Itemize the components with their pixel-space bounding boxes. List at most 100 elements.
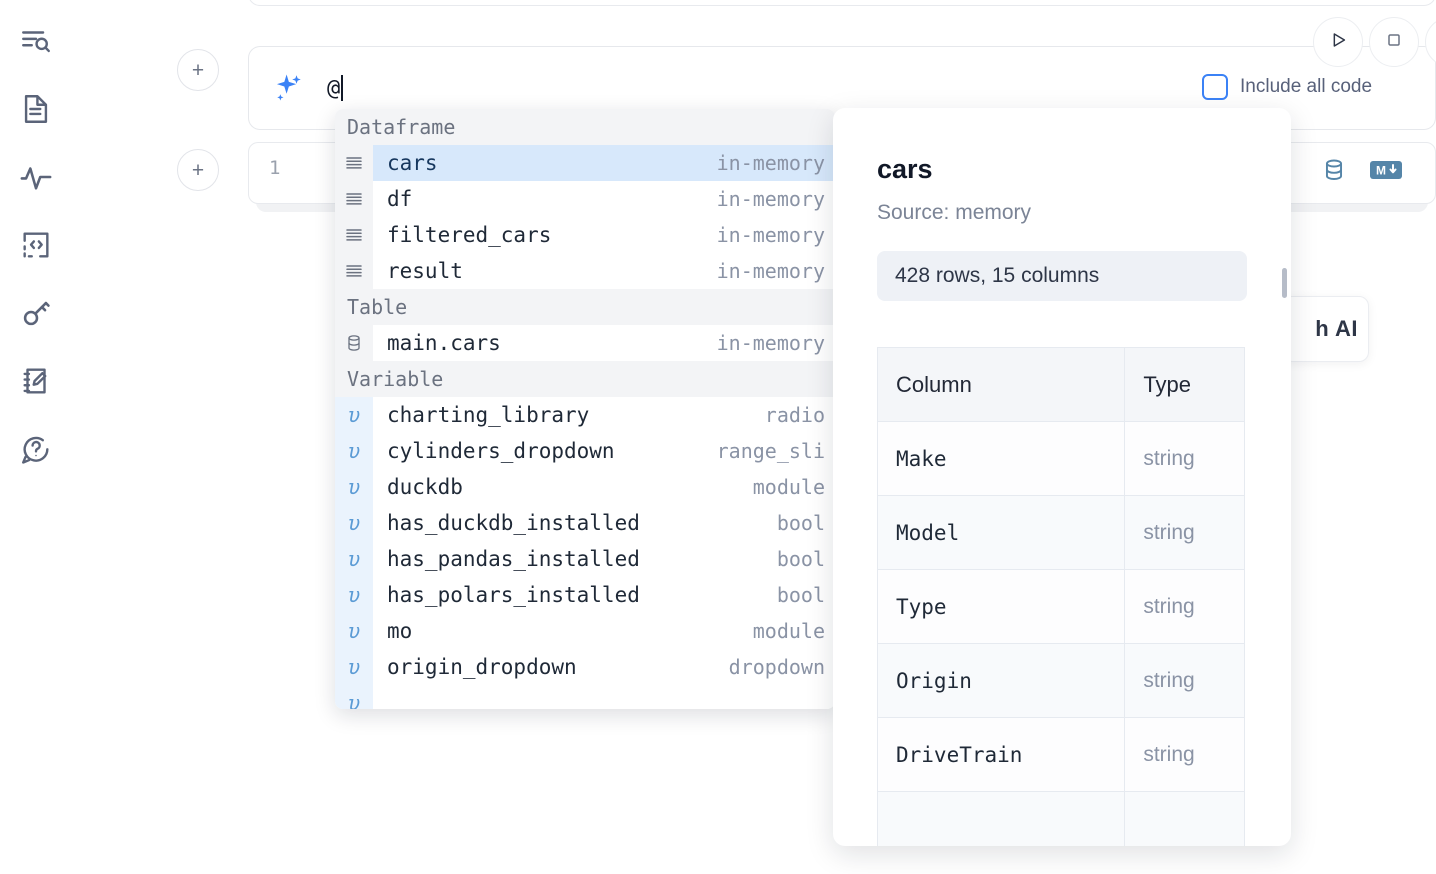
dropdown-item-cylinders-dropdown[interactable]: υ cylinders_dropdown range_sli <box>335 433 835 469</box>
dropdown-item-cell: main.cars in-memory <box>373 325 835 361</box>
dropdown-item-cell: has_duckdb_installed bool <box>373 505 835 541</box>
dropdown-item-partial[interactable]: υ <box>335 685 835 709</box>
table-row-partial <box>876 791 1245 846</box>
top-editor-card <box>248 0 1436 6</box>
variable-icon: υ <box>335 613 373 649</box>
database-icon[interactable] <box>1321 157 1347 188</box>
include-all-code-checkbox[interactable] <box>1202 74 1228 100</box>
sidebar-item-activity[interactable] <box>13 154 59 200</box>
with-ai-label: h AI <box>1315 316 1358 341</box>
with-ai-card[interactable]: h AI <box>1283 296 1369 362</box>
cell-column-name: DriveTrain <box>876 717 1126 792</box>
cell-column-name: Origin <box>876 643 1126 718</box>
dropdown-item-has-pandas-installed[interactable]: υ has_pandas_installed bool <box>335 541 835 577</box>
dropdown-item-origin-dropdown[interactable]: υ origin_dropdown dropdown <box>335 649 835 685</box>
search-outline-icon <box>19 24 53 58</box>
preview-schema-table: Column Type Make string Model string Typ… <box>876 347 1245 846</box>
dropdown-item-cell: cars in-memory <box>373 145 835 181</box>
dropdown-group-header: Variable <box>335 361 835 397</box>
preview-scrollbar[interactable] <box>1282 268 1287 298</box>
dropdown-item-main-cars[interactable]: main.cars in-memory <box>335 325 835 361</box>
dropdown-item-type: radio <box>764 403 825 427</box>
variable-icon: υ <box>335 469 373 505</box>
dataframe-icon <box>335 217 373 253</box>
dropdown-item-cell: filtered_cars in-memory <box>373 217 835 253</box>
add-cell-button-bottom[interactable]: + <box>177 149 219 191</box>
include-all-code-label: Include all code <box>1240 76 1373 97</box>
activity-icon <box>19 160 53 194</box>
cell-column-type: string <box>1124 421 1245 496</box>
cell-column-type <box>1124 791 1245 846</box>
preview-source: Source: memory <box>877 201 1032 224</box>
sidebar-item-scratchpad[interactable] <box>13 358 59 404</box>
dropdown-item-type: bool <box>776 583 825 607</box>
scratchpad-icon <box>19 364 53 398</box>
autocomplete-dropdown[interactable]: Dataframe cars in-memory df in-memory <box>335 109 835 709</box>
dropdown-item-name: mo <box>387 619 413 643</box>
dropdown-item-name: result <box>387 259 463 283</box>
sidebar-item-outline-search[interactable] <box>13 18 59 64</box>
cell-column-name: Make <box>876 421 1126 496</box>
dropdown-item-df[interactable]: df in-memory <box>335 181 835 217</box>
dropdown-item-name: cylinders_dropdown <box>387 439 615 463</box>
dropdown-item-name: has_pandas_installed <box>387 547 640 571</box>
cell-column-type: string <box>1124 717 1245 792</box>
text-caret <box>341 75 344 101</box>
cell-column-type: string <box>1124 569 1245 644</box>
variable-icon: υ <box>335 649 373 685</box>
dropdown-item-cell: mo module <box>373 613 835 649</box>
dropdown-item-has-polars-installed[interactable]: υ has_polars_installed bool <box>335 577 835 613</box>
markdown-icon[interactable]: M <box>1369 158 1403 187</box>
variable-icon: υ <box>335 397 373 433</box>
dropdown-item-cell: has_polars_installed bool <box>373 577 835 613</box>
sidebar-item-document[interactable] <box>13 86 59 132</box>
dropdown-item-name: df <box>387 187 413 211</box>
dropdown-item-type: in-memory <box>716 187 825 211</box>
play-icon <box>1327 29 1349 56</box>
variable-icon: υ <box>335 541 373 577</box>
dropdown-item-cell <box>373 685 835 709</box>
add-cell-button-top[interactable]: + <box>177 49 219 91</box>
sidebar-item-secrets[interactable] <box>13 290 59 336</box>
ai-prompt-input[interactable]: @ <box>327 68 344 108</box>
dropdown-item-charting-library[interactable]: υ charting_library radio <box>335 397 835 433</box>
dropdown-item-has-duckdb-installed[interactable]: υ has_duckdb_installed bool <box>335 505 835 541</box>
document-icon <box>19 92 53 126</box>
dropdown-item-filtered-cars[interactable]: filtered_cars in-memory <box>335 217 835 253</box>
dropdown-item-result[interactable]: result in-memory <box>335 253 835 289</box>
ai-prompt-value: @ <box>327 75 341 101</box>
code-snippet-icon <box>19 228 53 262</box>
dropdown-item-type: in-memory <box>716 223 825 247</box>
sidebar-item-help[interactable] <box>13 426 59 472</box>
dropdown-item-cell: result in-memory <box>373 253 835 289</box>
dropdown-item-cell: duckdb module <box>373 469 835 505</box>
dropdown-item-mo[interactable]: υ mo module <box>335 613 835 649</box>
column-header-type: Type <box>1124 347 1245 422</box>
table-row: Make string <box>876 421 1245 496</box>
dropdown-item-type: bool <box>776 547 825 571</box>
cell-line-number: 1 <box>269 157 281 179</box>
stop-button[interactable] <box>1369 17 1419 67</box>
dropdown-item-duckdb[interactable]: υ duckdb module <box>335 469 835 505</box>
preview-content: cars Source: memory 428 rows, 15 columns… <box>833 108 1291 846</box>
key-icon <box>19 296 53 330</box>
dropdown-group-header: Table <box>335 289 835 325</box>
table-row: Type string <box>876 569 1245 644</box>
table-row: Origin string <box>876 643 1245 718</box>
sidebar-item-code-snippet[interactable] <box>13 222 59 268</box>
dropdown-item-name: cars <box>387 151 438 175</box>
include-all-code-toggle[interactable]: Include all code <box>1202 74 1372 100</box>
dataframe-preview-panel: cars Source: memory 428 rows, 15 columns… <box>833 108 1291 846</box>
dropdown-item-name: has_duckdb_installed <box>387 511 640 535</box>
dropdown-item-type: module <box>752 619 825 643</box>
dropdown-item-name: duckdb <box>387 475 463 499</box>
cell-column-type: string <box>1124 495 1245 570</box>
cell-column-name: Type <box>876 569 1126 644</box>
dropdown-item-type: range_sli <box>716 439 825 463</box>
dropdown-item-cars[interactable]: cars in-memory <box>335 145 835 181</box>
run-button[interactable] <box>1313 17 1363 67</box>
table-row: DriveTrain string <box>876 717 1245 792</box>
cell-column-name <box>876 791 1126 846</box>
dropdown-item-name: has_polars_installed <box>387 583 640 607</box>
